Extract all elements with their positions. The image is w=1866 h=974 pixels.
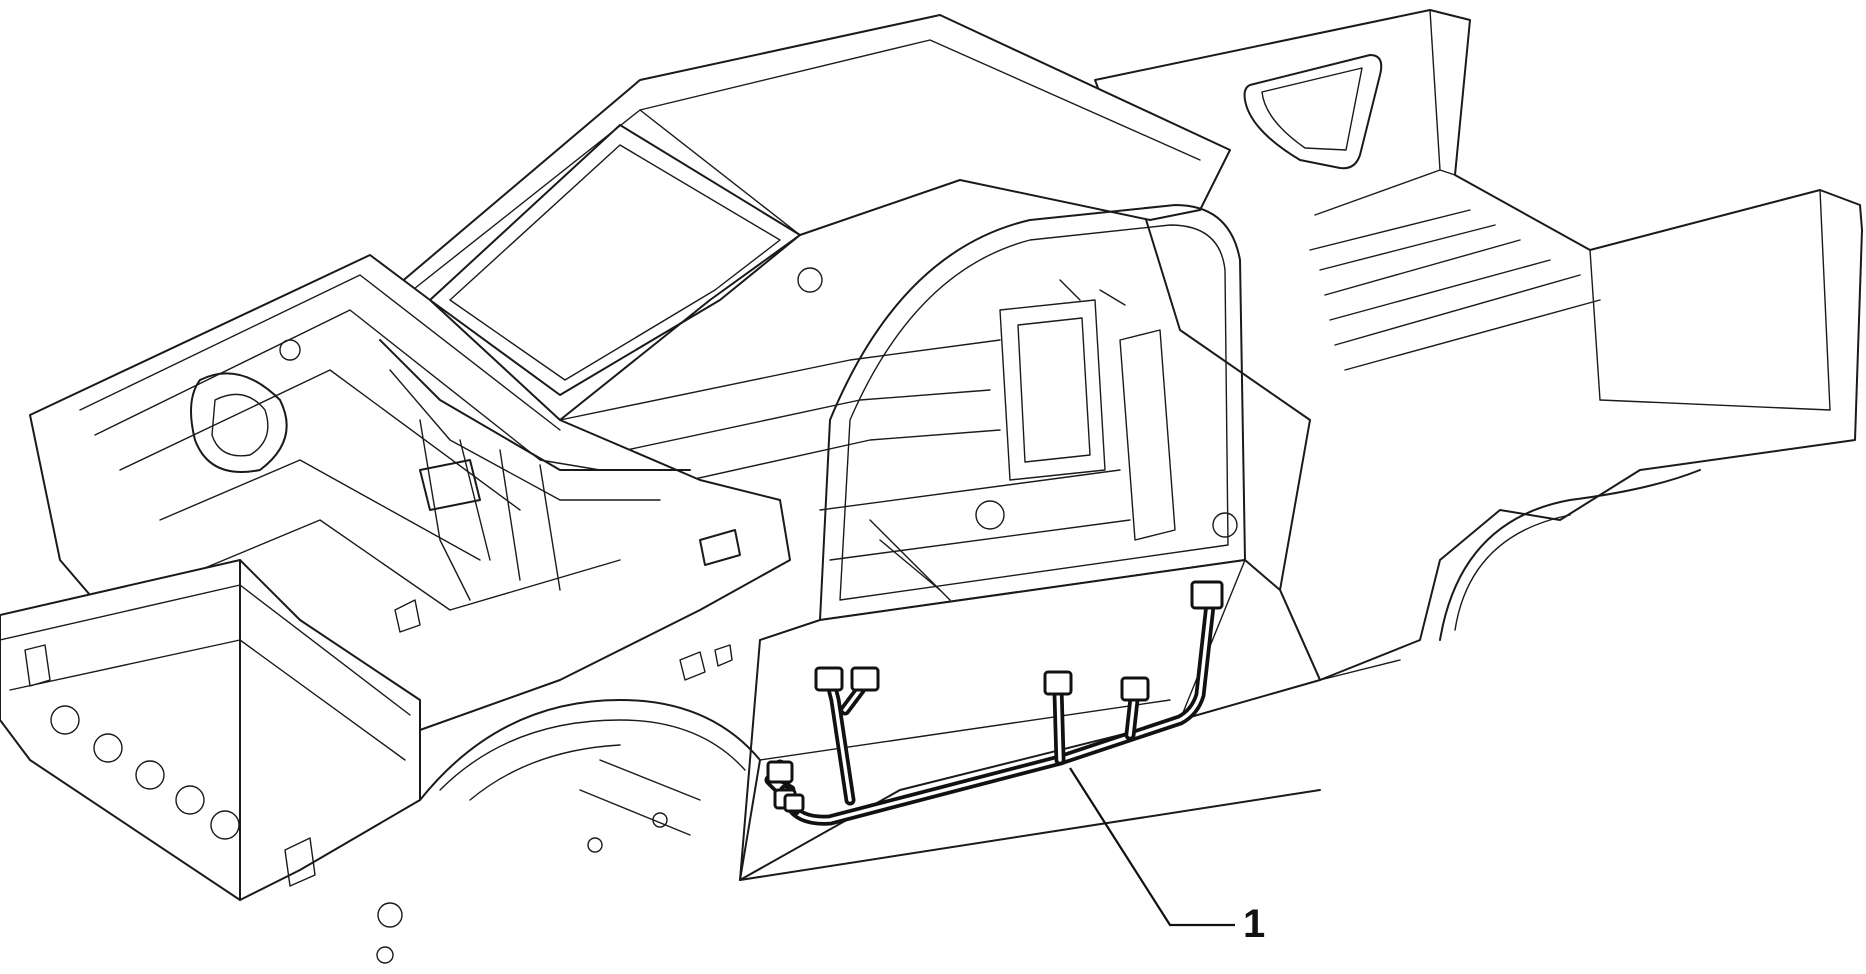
harness-connectors [766, 580, 1224, 813]
cab-structure [379, 14, 1401, 881]
front-panel [0, 559, 421, 964]
callout-leader [1069, 767, 1235, 927]
connector-left-c [783, 793, 805, 813]
connector-rear [1190, 580, 1224, 610]
connector-left-a [766, 760, 794, 784]
callout-1: 1 [1069, 767, 1265, 946]
front-wheel-arch [419, 699, 761, 881]
connector-right [1120, 676, 1150, 702]
connector-center [1043, 670, 1073, 696]
connector-upper-left-b [850, 666, 880, 692]
connector-upper-left-a [814, 666, 844, 692]
callout-label: 1 [1243, 902, 1265, 946]
pickup-bed [1094, 9, 1863, 681]
